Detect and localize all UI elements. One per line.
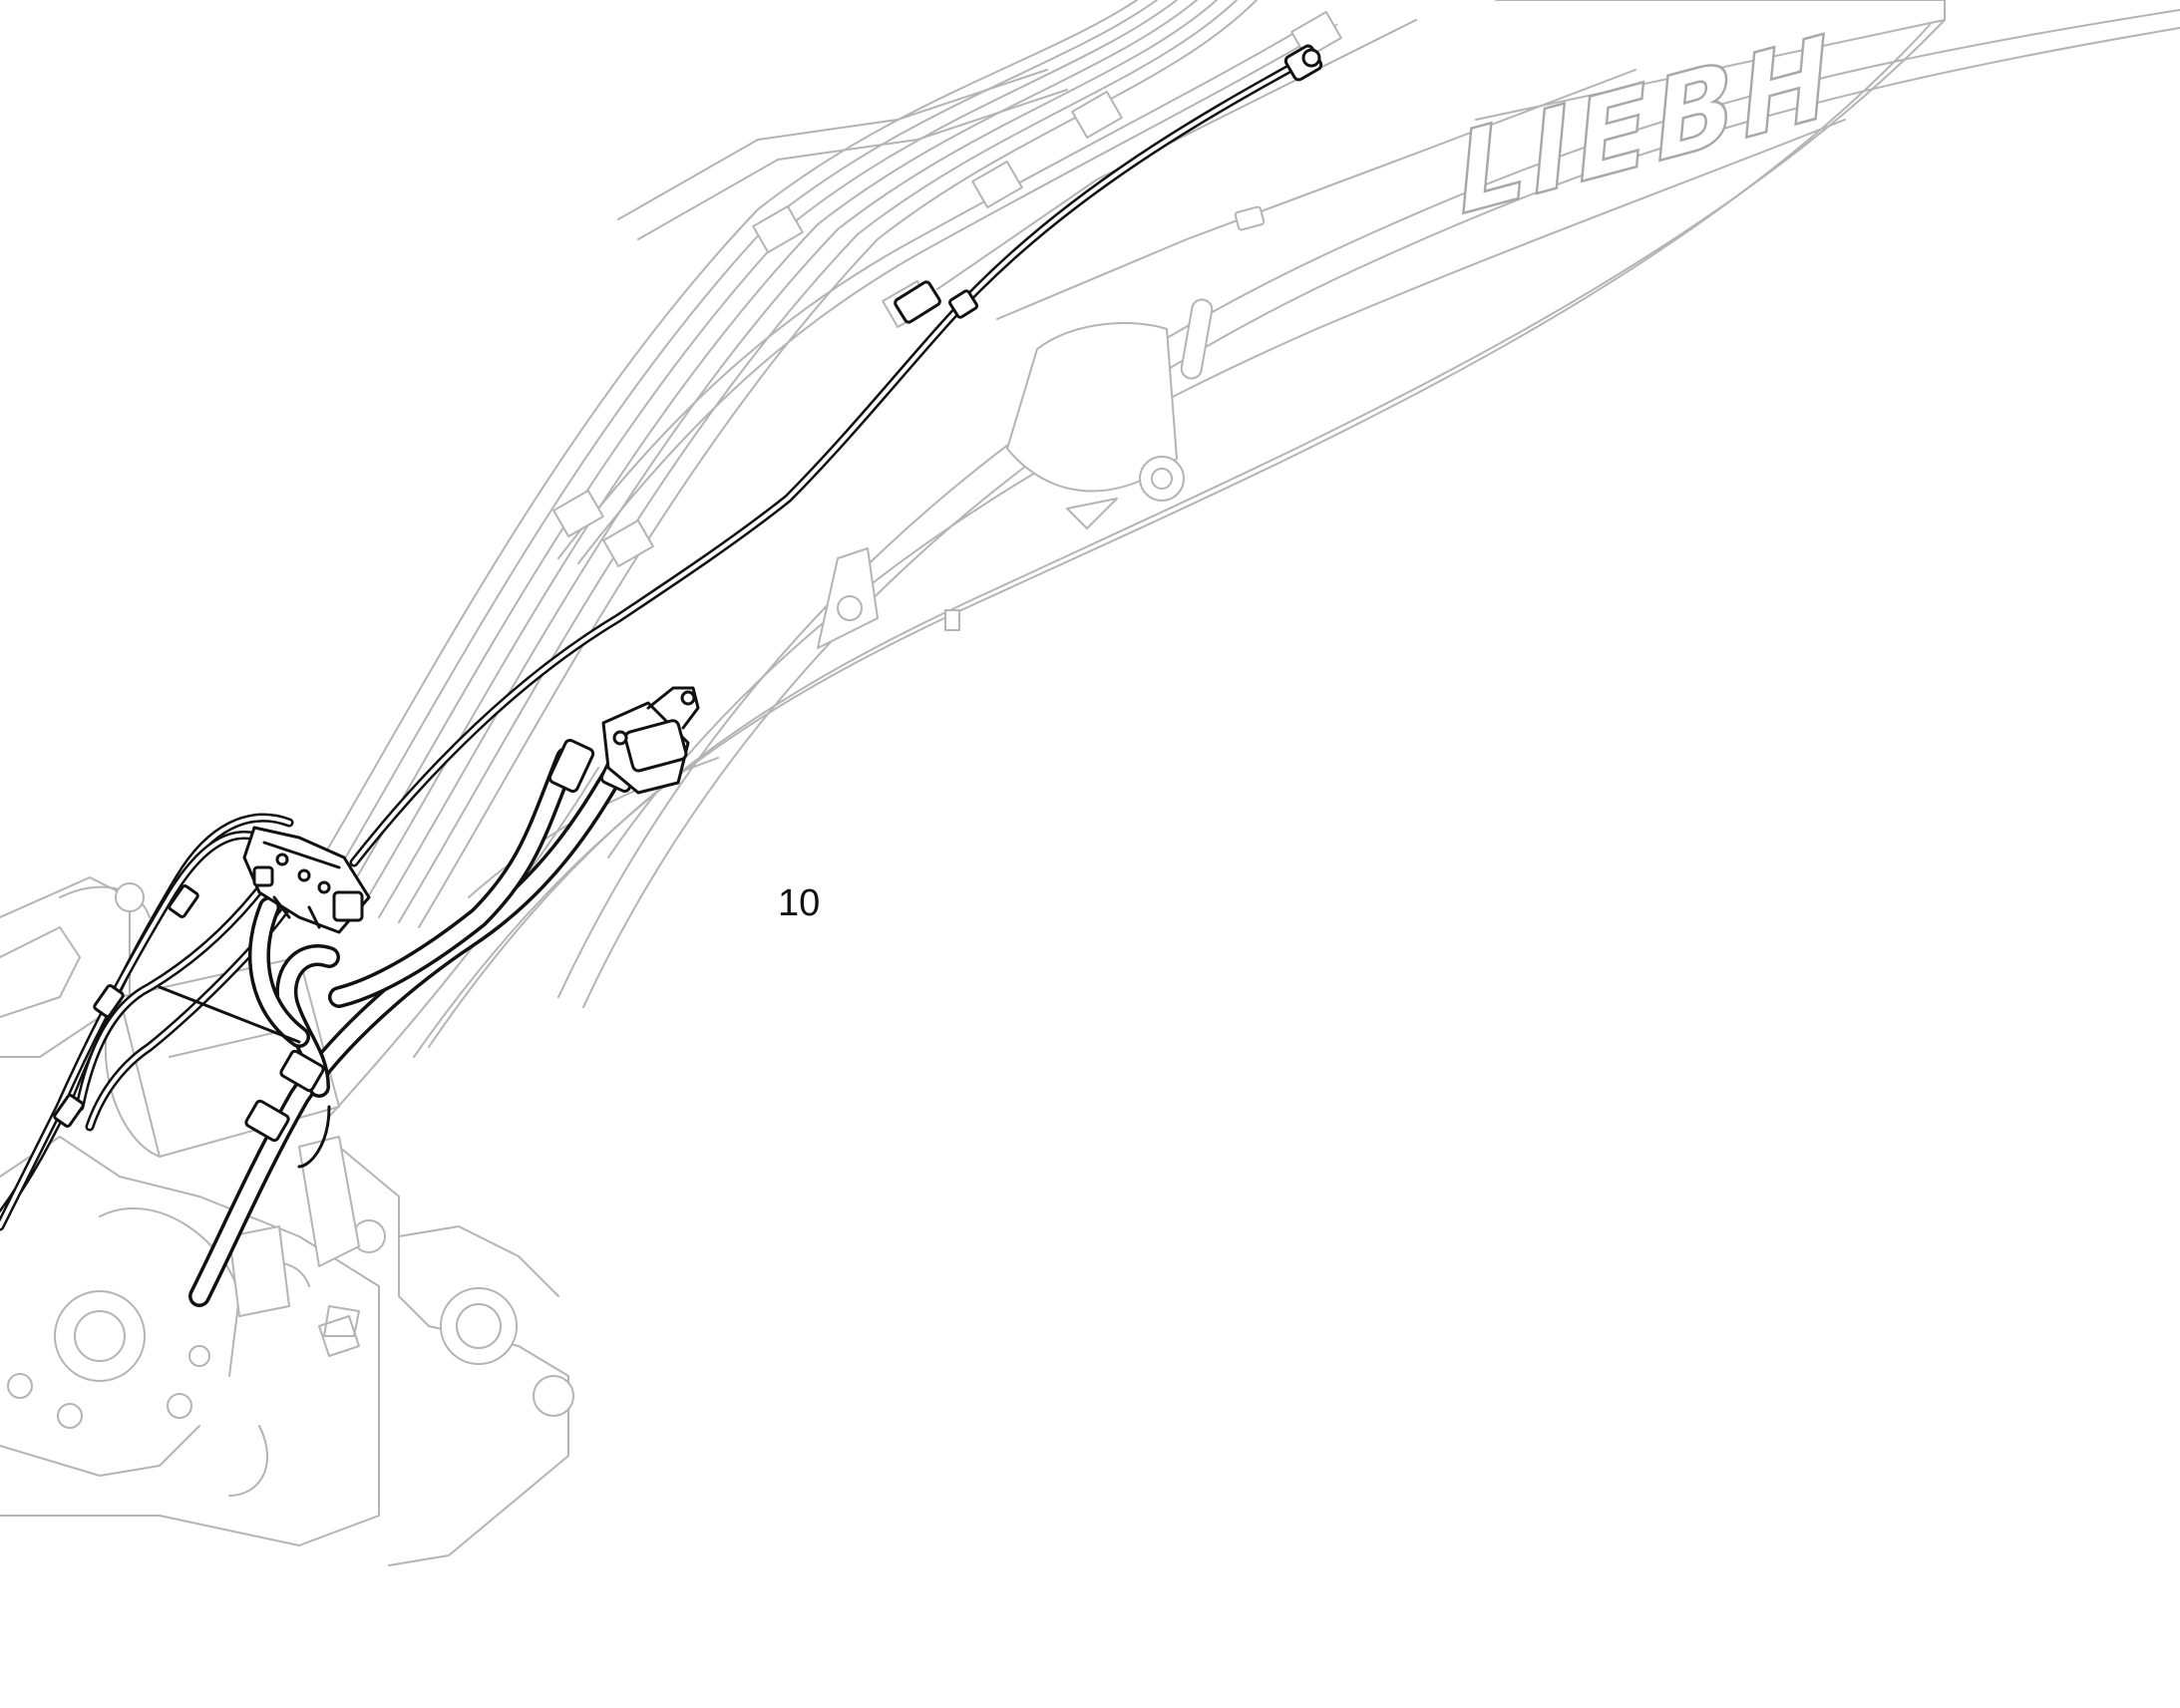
cylinder-bracket [817, 205, 1266, 649]
pilot-line-long [349, 60, 1301, 867]
swivel-joint-icon [601, 686, 700, 795]
brand-lettering: LIEBH [1452, 11, 1841, 241]
clamp-icon [894, 280, 978, 324]
fitting-icon [1283, 44, 1323, 82]
boom-bracket [228, 1136, 360, 1337]
boom-structure [328, 0, 2180, 1118]
valve-block-icon [242, 826, 371, 934]
lower-fittings [158, 985, 331, 1169]
left-clamps [53, 884, 199, 1128]
context-hose-bundle [298, 0, 1337, 928]
pilot-lines-left [0, 813, 304, 1231]
callout-10: 10 [778, 882, 820, 924]
base-frame [0, 876, 574, 1566]
